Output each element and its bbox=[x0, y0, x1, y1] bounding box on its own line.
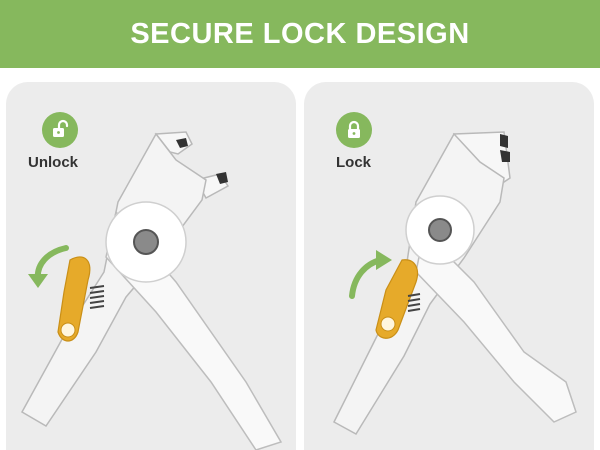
pivot-bolt bbox=[133, 229, 159, 255]
lock-label: Lock bbox=[336, 154, 372, 171]
plier-handle bbox=[415, 230, 577, 423]
unlock-badge bbox=[42, 112, 78, 148]
lock-lever bbox=[57, 256, 91, 342]
plier-locked-illustration bbox=[333, 131, 577, 435]
lock-icon bbox=[348, 120, 360, 138]
title-banner: SECURE LOCK DESIGN bbox=[0, 0, 600, 68]
spring bbox=[407, 293, 421, 312]
lock-panel: Lock bbox=[304, 82, 594, 450]
plier-body bbox=[20, 132, 207, 428]
lever-rivet bbox=[60, 322, 76, 338]
plier-unlocked-illustration bbox=[20, 131, 283, 450]
rotate-left-arrow-icon bbox=[28, 245, 69, 288]
unlock-label: Unlock bbox=[28, 154, 79, 171]
lock-badge bbox=[336, 112, 372, 148]
unlock-panel: Unlock bbox=[6, 82, 296, 450]
spring bbox=[89, 285, 105, 309]
plier-body bbox=[333, 132, 505, 435]
banner-title: SECURE LOCK DESIGN bbox=[130, 17, 470, 50]
unlock-icon bbox=[53, 119, 69, 137]
lever-rivet bbox=[380, 316, 396, 332]
rotate-right-arrow-icon bbox=[349, 250, 392, 299]
pivot-bolt bbox=[428, 218, 452, 242]
